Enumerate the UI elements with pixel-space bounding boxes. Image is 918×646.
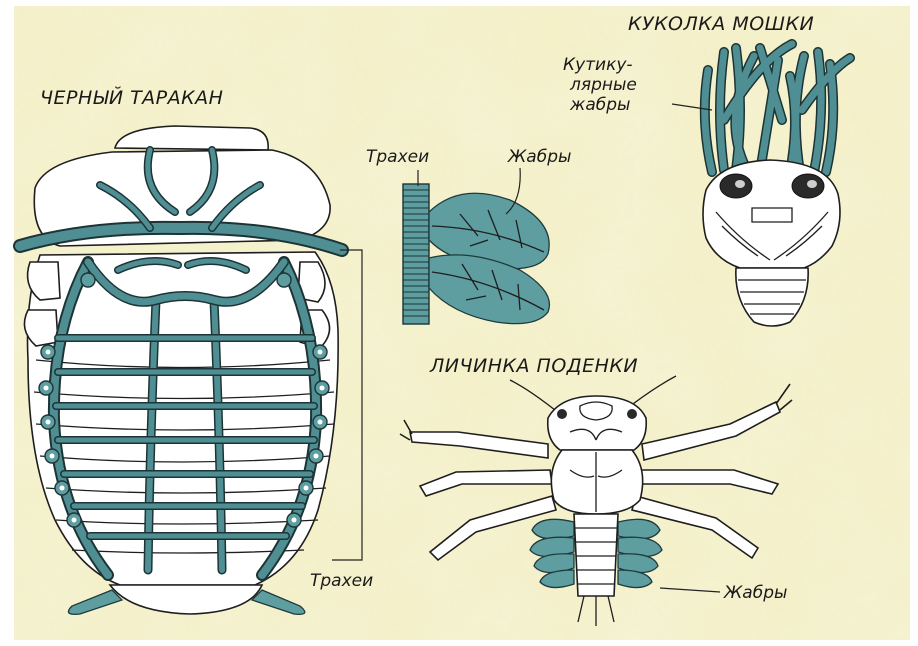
cockroach-trachea-label: Трахеи	[310, 571, 373, 591]
gill-detail-gills-label: Жабры	[507, 147, 571, 167]
blackfly-gills-label-1: Кутику-	[563, 55, 633, 75]
gill-detail-trachea-label: Трахеи	[366, 147, 429, 167]
blackfly-pupa-title: КУКОЛКА МОШКИ	[628, 13, 814, 35]
blackfly-gills-label-3: жабры	[569, 95, 630, 115]
mayfly-gills-label: Жабры	[723, 583, 787, 603]
mayfly-larva-title: ЛИЧИНКА ПОДЕНКИ	[429, 355, 638, 377]
cockroach-title: ЧЕРНЫЙ ТАРАКАН	[40, 86, 223, 109]
blackfly-gills-label-2: лярные	[569, 75, 637, 95]
